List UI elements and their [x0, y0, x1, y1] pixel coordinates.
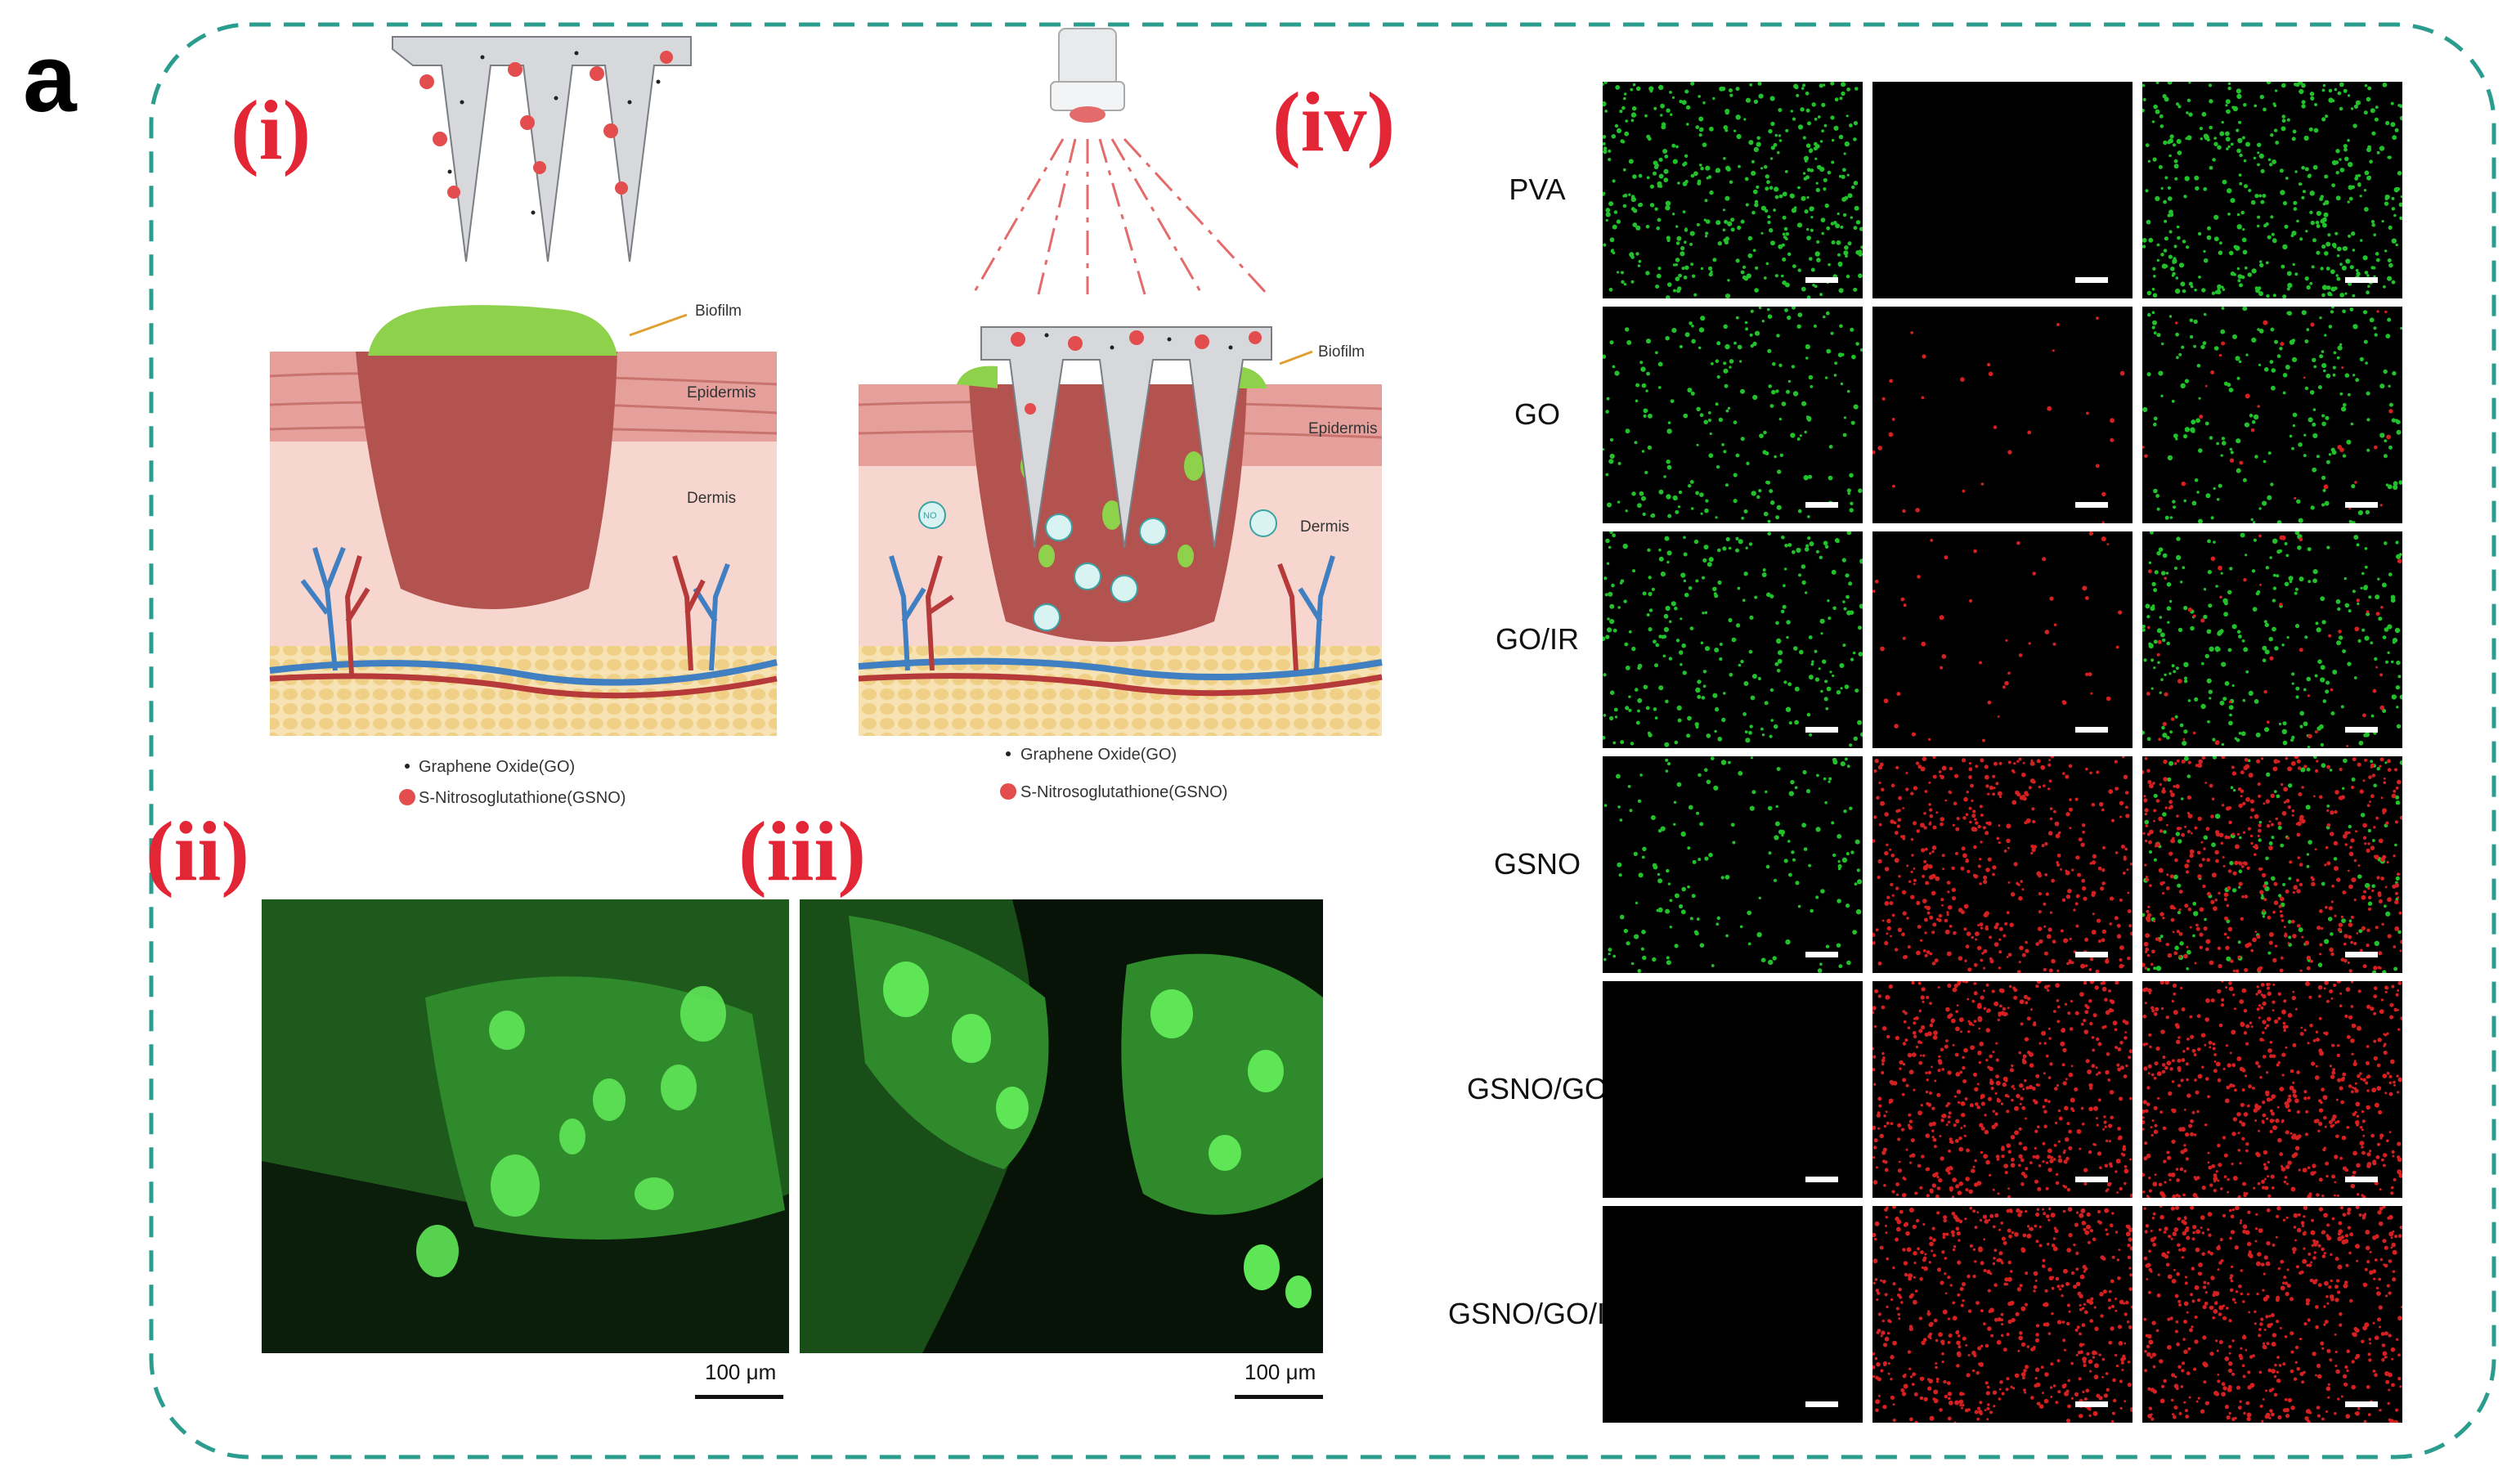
row-label: GO/IR — [1495, 621, 1579, 656]
fluorescence-tile — [1603, 981, 1863, 1198]
fluorescence-tile — [1603, 531, 1863, 748]
row-label: GSNO — [1493, 846, 1581, 881]
fluorescence-tile — [2142, 756, 2402, 973]
fluorescence-tile — [1872, 531, 2133, 748]
row-label: GSNO/GO/IR — [1447, 1296, 1627, 1330]
fluorescence-tile — [1872, 307, 2133, 523]
row-label: GO — [1514, 397, 1560, 431]
micrograph-ii — [262, 899, 789, 1353]
fluorescence-tile — [1603, 756, 1863, 973]
sub-label-i: (i) — [231, 83, 312, 177]
fluorescence-tile — [1603, 82, 1863, 298]
fluorescence-tile — [1603, 307, 1863, 523]
fluorescence-tile — [2142, 531, 2402, 748]
go-dot-icon — [1006, 751, 1011, 756]
fluorescence-tile — [1872, 981, 2133, 1198]
fluorescence-tile — [1872, 82, 2133, 298]
sub-label-iv: (iv) — [1272, 75, 1396, 169]
fluorescence-tile — [1603, 1206, 1863, 1423]
scale-bar-iii — [1235, 1395, 1323, 1399]
fluorescence-tile — [1872, 1206, 2133, 1423]
epidermis-label-iv: Epidermis — [1308, 420, 1377, 437]
scale-bar-ii — [695, 1395, 783, 1399]
fluorescence-tile — [2142, 82, 2402, 298]
sub-label-ii: (ii) — [146, 805, 250, 899]
fluorescence-tile — [2142, 1206, 2402, 1423]
gsno-dot-icon — [399, 789, 415, 805]
legend-gsno-iv: S-Nitrosoglutathione(GSNO) — [1020, 783, 1227, 801]
epidermis-label-i: Epidermis — [687, 384, 756, 401]
diagram-i: Biofilm Epidermis Dermis Graphene Oxide(… — [269, 36, 778, 807]
live-dead-grid: PVA GO GO/IR GSNO GSNO/GO GSNO/GO/IR — [1415, 82, 2402, 1423]
no-label: NO — [923, 511, 937, 521]
legend-gsno-i: S-Nitrosoglutathione(GSNO) — [419, 789, 626, 807]
row-label: PVA — [1509, 172, 1566, 206]
fluorescence-tile — [2142, 307, 2402, 523]
diagram-iv: NO Biofilm Epidermis Dermis Graphene Oxi… — [858, 28, 1383, 801]
micrograph-iii — [800, 899, 1323, 1353]
microneedle-patch — [392, 36, 692, 262]
gsno-dot-icon — [1000, 783, 1016, 800]
dermis-label-i: Dermis — [687, 490, 736, 507]
sub-label-iii: (iii) — [738, 805, 866, 899]
scale-bar-text-iii: 100 μm — [1245, 1360, 1316, 1384]
legend-go-i: Graphene Oxide(GO) — [419, 758, 575, 776]
biofilm-label-i: Biofilm — [695, 303, 742, 320]
fluorescence-tile — [2142, 981, 2402, 1198]
go-dot-icon — [405, 764, 410, 769]
fluorescence-tile — [1872, 756, 2133, 973]
row-label: GSNO/GO — [1466, 1071, 1608, 1105]
scale-bar-text-ii: 100 μm — [705, 1360, 777, 1384]
legend-go-iv: Graphene Oxide(GO) — [1020, 746, 1177, 764]
dermis-label-iv: Dermis — [1300, 518, 1349, 536]
ir-lamp-icon — [1050, 28, 1125, 123]
biofilm-label-iv: Biofilm — [1318, 343, 1365, 361]
panel-letter: a — [23, 25, 77, 132]
no-bubbles — [918, 501, 1277, 631]
